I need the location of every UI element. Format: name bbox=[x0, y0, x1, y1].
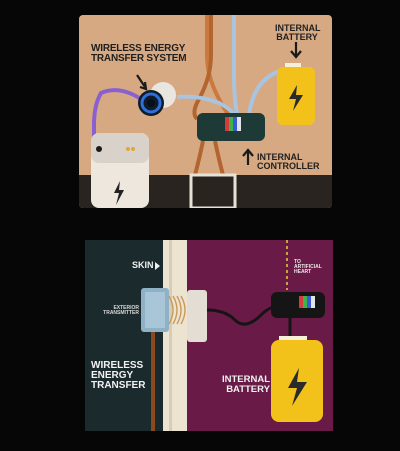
to-artificial-heart-label: TO ARTIFICIAL HEART bbox=[294, 259, 322, 275]
blue-cable-1 bbox=[232, 15, 239, 116]
top-diagram-graphics bbox=[79, 15, 332, 208]
purple-cable bbox=[92, 88, 143, 152]
energy-coils bbox=[168, 295, 186, 325]
orange-cable bbox=[205, 15, 231, 117]
skin-layer bbox=[163, 240, 187, 431]
internal-controller-bottom bbox=[271, 292, 325, 318]
skin-arrow-icon bbox=[155, 262, 160, 270]
top-diagram-panel: WIRELESS ENERGY TRANSFER SYSTEM INTERNAL… bbox=[79, 15, 332, 208]
skin-label: SKIN bbox=[132, 260, 154, 270]
internal-controller-label: INTERNAL CONTROLLER bbox=[257, 152, 320, 171]
blue-cable-2 bbox=[176, 94, 236, 117]
bottom-diagram-graphics bbox=[85, 240, 325, 431]
battery-cap bbox=[285, 63, 301, 70]
arrow-to-receiver bbox=[136, 74, 146, 88]
internal-cable-1 bbox=[206, 306, 276, 326]
internal-battery-bottom-label: INTERNAL BATTERY bbox=[222, 374, 271, 395]
bottom-diagram-panel: SKIN EXTERIOR TRANSMITTER TO ARTIFICIAL … bbox=[85, 240, 333, 431]
floor-socket bbox=[189, 173, 237, 208]
internal-receiver bbox=[187, 290, 207, 342]
internal-battery-label: INTERNAL BATTERY bbox=[275, 23, 321, 42]
exterior-transmitter-label: EXTERIOR TRANSMITTER bbox=[103, 305, 139, 316]
wireless-energy-transfer-label: WIRELESS ENERGY TRANSFER bbox=[91, 360, 146, 391]
orange-cable-down bbox=[193, 140, 225, 176]
wireless-energy-transfer-system-label: WIRELESS ENERGY TRANSFER SYSTEM bbox=[91, 43, 187, 64]
lightning-icon bbox=[289, 85, 303, 111]
charger-lightning-icon bbox=[114, 181, 124, 205]
battery-lightning-icon bbox=[288, 368, 307, 406]
